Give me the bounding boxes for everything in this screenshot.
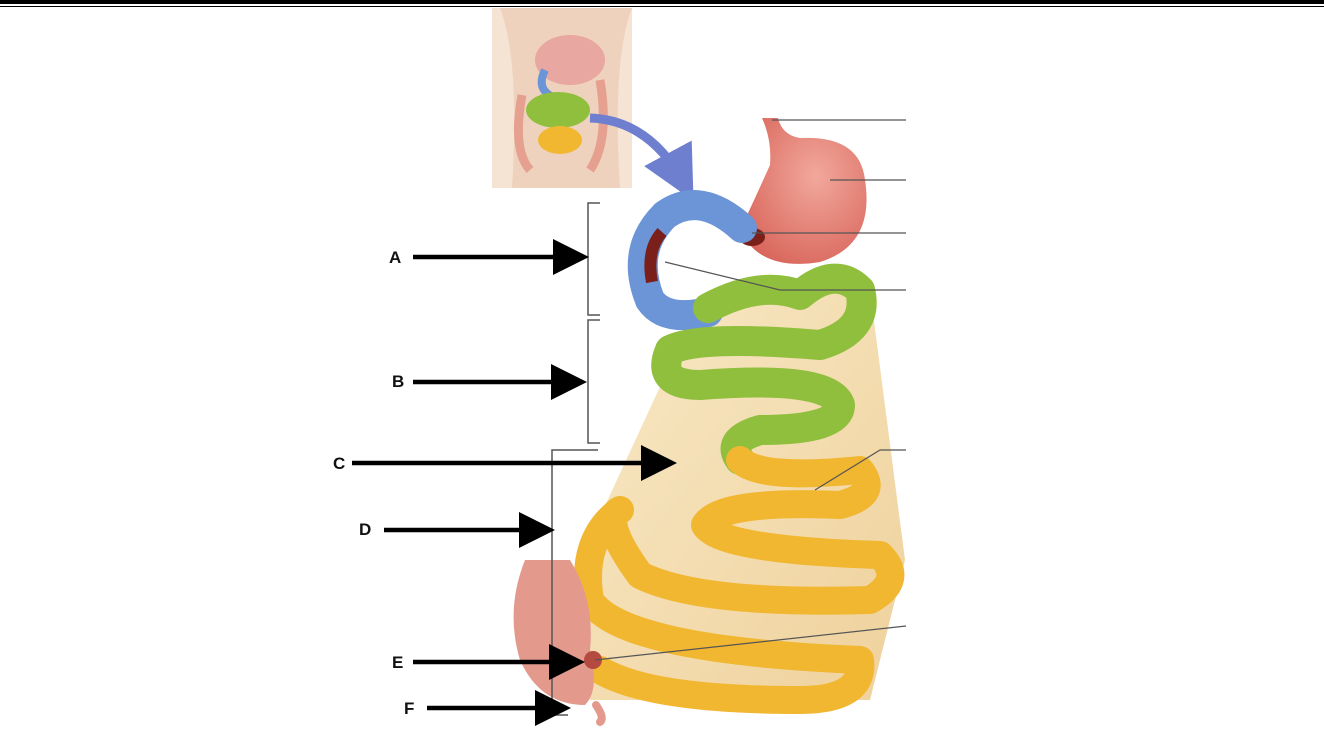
ileocecal-valve bbox=[584, 651, 602, 669]
leader-lines bbox=[594, 119, 907, 661]
label-f: F bbox=[404, 699, 415, 718]
label-d: D bbox=[359, 520, 372, 539]
inset-ileum bbox=[538, 126, 582, 154]
leader-line-6 bbox=[594, 625, 907, 661]
ileum bbox=[574, 446, 905, 714]
leader-line-4 bbox=[664, 261, 906, 291]
appendix bbox=[592, 701, 606, 726]
top-border bbox=[0, 0, 1324, 4]
bracket-b bbox=[587, 319, 600, 444]
inset-stomach bbox=[535, 35, 605, 85]
stomach bbox=[740, 118, 867, 264]
bracket-a bbox=[587, 202, 600, 316]
label-b: B bbox=[392, 372, 405, 391]
inset-jejunum bbox=[526, 92, 590, 128]
label-a: A bbox=[389, 248, 402, 267]
jejunum bbox=[651, 263, 877, 475]
inset-pointer-arrow bbox=[589, 113, 694, 201]
leader-line-5 bbox=[814, 449, 906, 491]
pointer-arrows bbox=[352, 239, 677, 726]
top-border-thin bbox=[0, 6, 1324, 7]
duodenum-cutaway bbox=[644, 228, 667, 284]
inset-colon bbox=[513, 79, 608, 174]
label-e: E bbox=[392, 653, 404, 672]
inset-torso bbox=[492, 8, 694, 201]
label-c: C bbox=[333, 454, 346, 473]
duodenum bbox=[627, 190, 757, 331]
